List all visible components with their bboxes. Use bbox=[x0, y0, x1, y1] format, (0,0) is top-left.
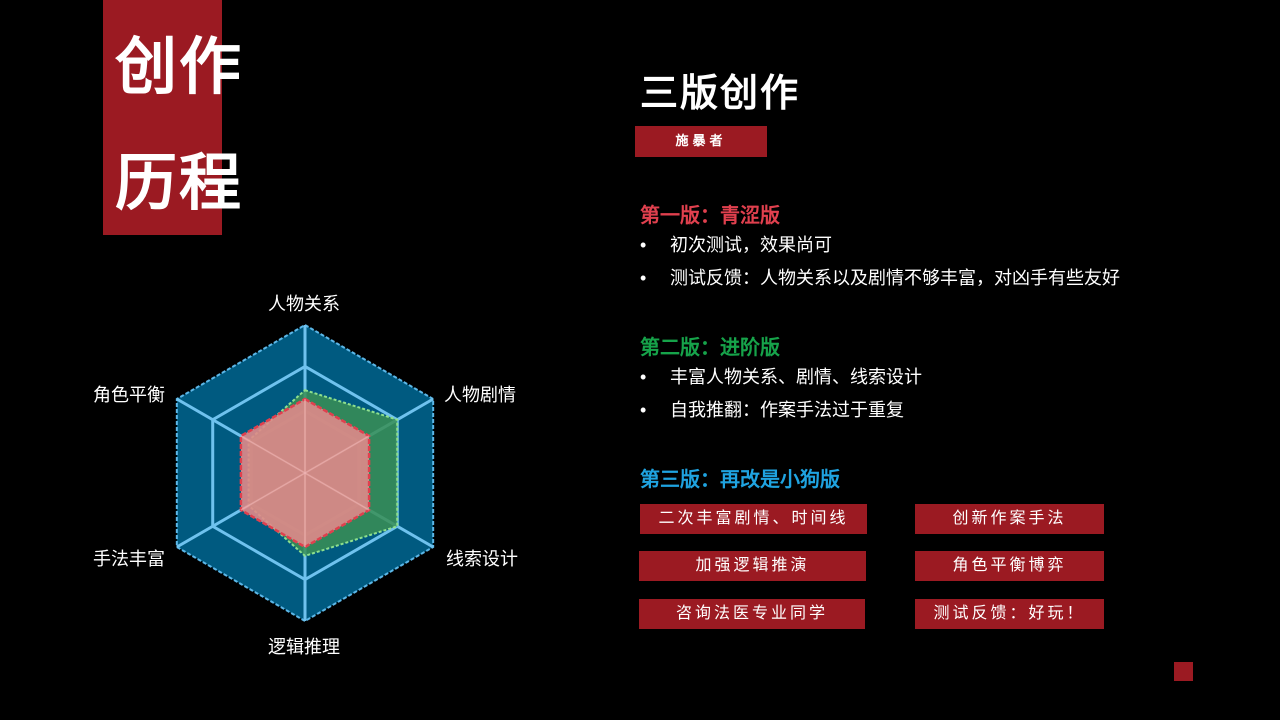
tag-juqing-shijianxian: 二次丰富剧情、时间线 bbox=[640, 504, 867, 534]
list-item: •自我推翻：作案手法过于重复 bbox=[640, 400, 904, 420]
radar-inner-spoke bbox=[240, 472, 306, 511]
radar-inner-spoke bbox=[304, 435, 370, 474]
axis-label-xiansuo-sheji: 线索设计 bbox=[446, 549, 518, 569]
bullet-text: 丰富人物关系、剧情、线索设计 bbox=[670, 367, 922, 387]
title-block bbox=[103, 0, 222, 235]
bullet-text: 测试反馈：人物关系以及剧情不够丰富，对凶手有些友好 bbox=[670, 268, 1120, 288]
bullet-text: 初次测试，效果尚可 bbox=[670, 235, 832, 255]
axis-label-renwu-juqing: 人物剧情 bbox=[444, 385, 516, 405]
page-heading: 三版创作 bbox=[640, 70, 801, 115]
radar-inner-spoke bbox=[304, 472, 370, 511]
axis-label-renwu-guanxi: 人物关系 bbox=[268, 294, 340, 314]
axis-label-shoufa-fengfu: 手法丰富 bbox=[93, 549, 165, 569]
radar-inner-spoke bbox=[240, 435, 306, 474]
version-1-bullets: •初次测试，效果尚可 •测试反馈：人物关系以及剧情不够丰富，对凶手有些友好 bbox=[640, 229, 1120, 295]
title-line-2: 历程 bbox=[115, 146, 244, 219]
tag-ceshi-fankui: 测试反馈：好玩！ bbox=[915, 599, 1104, 629]
list-item: •测试反馈：人物关系以及剧情不够丰富，对凶手有些友好 bbox=[640, 268, 1120, 288]
author-tag: 施暴者 bbox=[635, 126, 767, 157]
version-3-title: 第三版：再改是小狗版 bbox=[640, 469, 840, 491]
list-item: •丰富人物关系、剧情、线索设计 bbox=[640, 367, 922, 387]
version-2-title: 第二版：进阶版 bbox=[640, 337, 780, 359]
axis-label-jiaose-pingheng: 角色平衡 bbox=[93, 385, 165, 405]
tag-chuangxin-shoufa: 创新作案手法 bbox=[915, 504, 1104, 534]
title-line-1: 创作 bbox=[115, 30, 244, 103]
tag-zixun-fayi: 咨询法医专业同学 bbox=[639, 599, 865, 629]
corner-square bbox=[1174, 662, 1193, 681]
tag-luoji-tuiyan: 加强逻辑推演 bbox=[639, 551, 866, 581]
tag-jiaose-pingheng: 角色平衡博弈 bbox=[915, 551, 1104, 581]
radar-chart: 人物关系 人物剧情 线索设计 逻辑推理 手法丰富 角色平衡 bbox=[80, 280, 540, 660]
axis-label-luoji-tuili: 逻辑推理 bbox=[268, 637, 340, 657]
radar-svg bbox=[175, 323, 435, 623]
list-item: •初次测试，效果尚可 bbox=[640, 235, 832, 255]
version-2-bullets: •丰富人物关系、剧情、线索设计 •自我推翻：作案手法过于重复 bbox=[640, 361, 922, 427]
bullet-text: 自我推翻：作案手法过于重复 bbox=[670, 400, 904, 420]
version-1-title: 第一版：青涩版 bbox=[640, 205, 780, 227]
